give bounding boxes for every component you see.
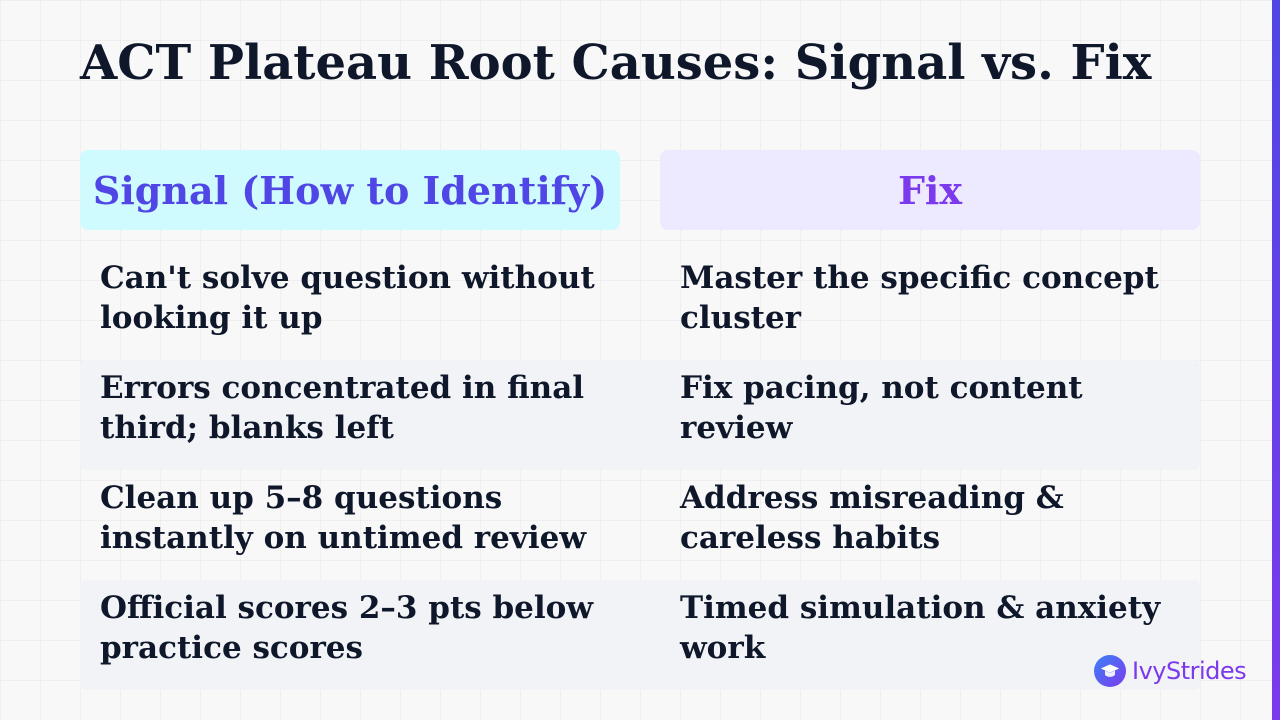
signal-cell: Clean up 5–8 questions instantly on unti…: [100, 480, 587, 556]
table-row: Official scores 2–3 pts below practice s…: [80, 580, 1200, 690]
fix-cell: Address misreading & careless habits: [680, 480, 1064, 556]
signal-column-header: Signal (How to Identify): [80, 150, 620, 230]
fix-column-header: Fix: [660, 150, 1200, 230]
table-row: Errors concentrated in final third; blan…: [80, 360, 1200, 470]
brand-name: IvyStrides: [1132, 657, 1247, 685]
fix-cell: Timed simulation & anxiety work: [680, 590, 1161, 666]
comparison-table: Signal (How to Identify) Fix Can't solve…: [80, 150, 1200, 690]
page-title: ACT Plateau Root Causes: Signal vs. Fix: [80, 35, 1152, 91]
signal-cell: Errors concentrated in final third; blan…: [100, 370, 585, 446]
brand-logo: IvyStrides: [1094, 655, 1247, 687]
table-body: Can't solve question without looking it …: [80, 250, 1200, 690]
table-row: Can't solve question without looking it …: [80, 250, 1200, 360]
table-header: Signal (How to Identify) Fix: [80, 150, 1200, 230]
signal-cell: Official scores 2–3 pts below practice s…: [100, 590, 594, 666]
fix-cell: Master the specific concept cluster: [680, 260, 1159, 336]
signal-cell: Can't solve question without looking it …: [100, 260, 595, 336]
accent-bar: [1272, 0, 1280, 720]
fix-cell: Fix pacing, not content review: [680, 370, 1083, 446]
graduation-cap-icon: [1094, 655, 1126, 687]
table-row: Clean up 5–8 questions instantly on unti…: [80, 470, 1200, 580]
